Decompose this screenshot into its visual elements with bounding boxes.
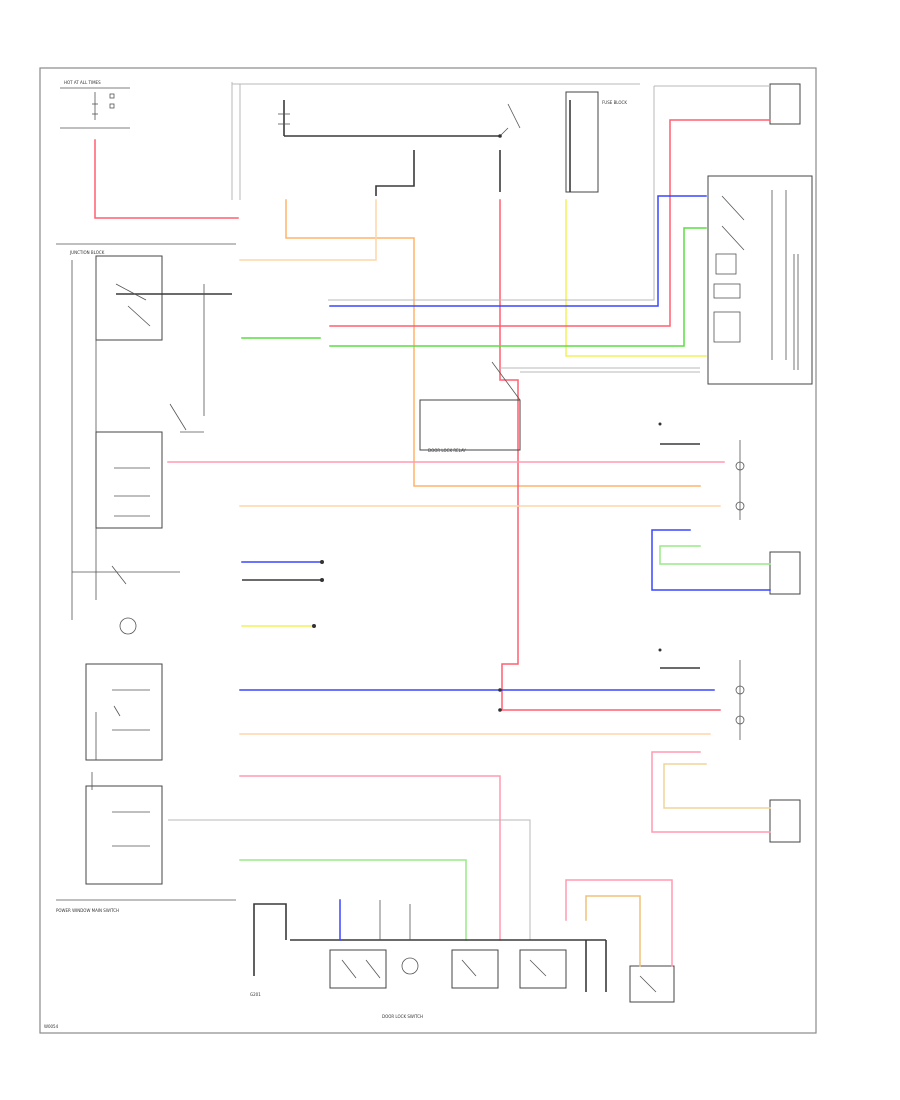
wire-red-fuse-to-relay [94,139,239,219]
power-window-module [707,175,813,385]
wire-green-top [329,227,707,347]
junction-block: JUNCTION BLOCK [56,243,236,620]
ground-g201-label: G201 [250,992,261,997]
hot-at-all-times-block: HOT AT ALL TIMES [60,80,130,129]
diagram-frame [39,67,817,1034]
wire-peach-stub [239,199,377,261]
rear-door-lock-actuator-upper [658,422,801,595]
power-window-main-switch-label: POWER WINDOW MAIN SWITCH [56,908,119,913]
wire-peach-rear-lower [663,763,771,809]
door-lock-switch-left [72,565,180,635]
fuse-block-label: FUSE BLOCK [602,100,627,105]
wire-yellow-vertical [565,199,707,357]
wire-blue-top [329,195,707,307]
wire-pink-rear-lower [651,751,771,833]
fuse-block: FUSE BLOCK [231,82,640,200]
rear-door-lock-actuator-lower [658,648,801,843]
left-power-window-switch [95,431,163,529]
wire-black-junction-a [375,150,415,196]
bottom-switch-row [253,899,675,1003]
junction-block-label: JUNCTION BLOCK [69,250,105,255]
wire-green-rear-upper [659,545,771,565]
wire-orange-trunk [585,895,641,967]
connector-top-right [769,83,801,125]
wire-red-top-right [329,119,771,327]
wire-gray-main [168,819,531,940]
front-power-window-switch [85,663,163,761]
footer-id-label: W0054 [44,1024,59,1029]
bottom-caption-label: DOOR LOCK SWITCH [382,1014,423,1019]
wire-orange-loop [285,199,701,487]
door-lock-relay: DOOR LOCK RELAY [419,361,700,453]
wire-red-vertical-main [499,199,721,711]
wire-blue-rear-upper [651,529,771,591]
wire-green-main [239,859,467,941]
power-window-main-switch: POWER WINDOW MAIN SWITCH [56,772,236,913]
wire-pink-main [239,775,501,941]
wire-pink-trunk [565,879,673,967]
hot-at-all-times-label: HOT AT ALL TIMES [64,80,101,85]
